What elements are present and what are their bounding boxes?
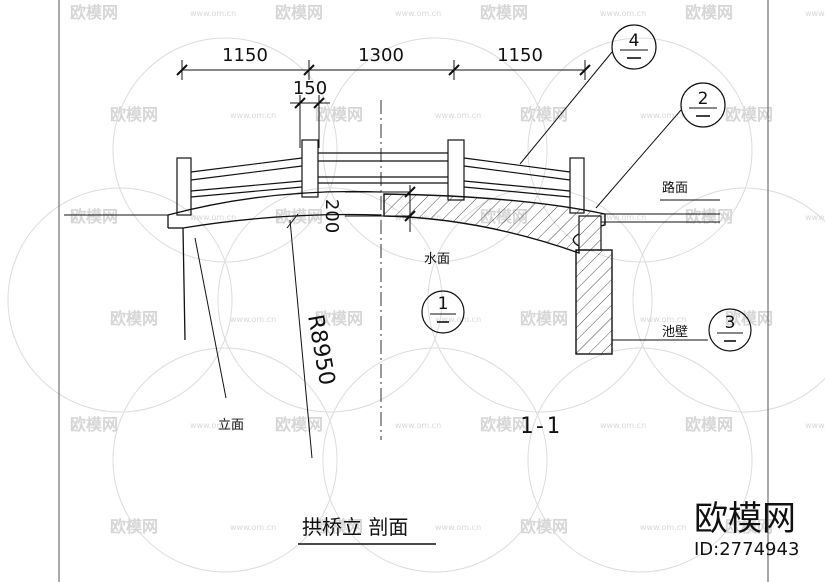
watermark-url: www.om.cn xyxy=(805,213,825,222)
watermark-url: www.om.cn xyxy=(640,523,686,532)
watermark-url: www.om.cn xyxy=(640,111,686,120)
sub-dimension xyxy=(290,95,330,148)
watermark-url: www.om.cn xyxy=(395,421,441,430)
bridge-railing xyxy=(176,139,585,216)
watermark-logo: 欧模网 xyxy=(520,309,568,328)
callout-2-number: 2 xyxy=(698,89,709,109)
watermark-circle xyxy=(527,347,753,573)
watermark-url: www.om.cn xyxy=(230,315,276,324)
watermark-logo: 欧模网 xyxy=(315,309,363,328)
watermark-url: www.om.cn xyxy=(640,315,686,324)
watermark-logo: 欧模网 xyxy=(70,207,118,226)
watermark-url: www.om.cn xyxy=(600,421,646,430)
callout-2: 2 xyxy=(595,82,726,209)
watermark-url: www.om.cn xyxy=(600,9,646,18)
thickness-dimension xyxy=(345,185,416,232)
dim-sub: 150 xyxy=(293,78,327,99)
watermark-logo: 欧模网 xyxy=(685,3,733,22)
callout-3: 3 xyxy=(708,308,752,352)
brand-logo-text: 欧模网 xyxy=(694,499,796,539)
watermark-circle xyxy=(322,37,548,263)
watermark-circle xyxy=(322,347,548,573)
watermark-logo: 欧模网 xyxy=(685,207,733,226)
watermark-logo: 欧模网 xyxy=(725,309,773,328)
watermark-logo: 欧模网 xyxy=(70,3,118,22)
dim-top-1: 1150 xyxy=(222,45,268,66)
label-pool-wall: 池壁 xyxy=(662,325,688,340)
dim-top-3: 1150 xyxy=(497,45,543,66)
watermark-url: www.om.cn xyxy=(230,523,276,532)
watermark-circle xyxy=(112,347,338,573)
label-elevation: 立面 xyxy=(218,418,244,433)
watermark-logo: 欧模网 xyxy=(70,415,118,434)
watermark-logo: 欧模网 xyxy=(275,415,323,434)
watermark-logo: 欧模网 xyxy=(110,309,158,328)
watermark-logo: 欧模网 xyxy=(725,517,773,536)
watermark-url: www.om.cn xyxy=(805,9,825,18)
watermark-circle xyxy=(112,37,338,263)
watermark-logo: 欧模网 xyxy=(315,105,363,124)
watermark-url: www.om.cn xyxy=(435,523,481,532)
callout-4: 4 xyxy=(519,24,657,165)
watermark-url: www.om.cn xyxy=(435,315,481,324)
brand-id-text: ID:2774943 xyxy=(694,539,799,560)
watermark-url: www.om.cn xyxy=(805,421,825,430)
callout-4-number: 4 xyxy=(629,31,640,51)
watermark-logo: 欧模网 xyxy=(520,517,568,536)
arch-section xyxy=(383,193,606,254)
road-line xyxy=(601,213,720,223)
watermark-url: www.om.cn xyxy=(190,213,236,222)
callout-3-number: 3 xyxy=(725,313,736,333)
pool-wall-section xyxy=(575,249,613,355)
label-road: 路面 xyxy=(662,180,688,196)
watermark-url: www.om.cn xyxy=(600,213,646,222)
radius-leaders xyxy=(194,213,313,459)
watermark-logo: 欧模网 xyxy=(725,105,773,124)
watermark-logo: 欧模网 xyxy=(275,3,323,22)
callout-1: 1 xyxy=(421,290,465,334)
top-dimension xyxy=(176,60,591,80)
watermark-url: www.om.cn xyxy=(190,9,236,18)
watermark-url: www.om.cn xyxy=(395,9,441,18)
watermark-logo: 欧模网 xyxy=(110,105,158,124)
dim-top-2: 1300 xyxy=(358,45,404,66)
watermark-logo: 欧模网 xyxy=(480,3,528,22)
watermark-logo: 欧模网 xyxy=(685,415,733,434)
label-water: 水面 xyxy=(424,252,450,267)
watermark-logo: 欧模网 xyxy=(315,517,363,536)
watermark-circle xyxy=(527,37,753,263)
section-mark: 1-1 xyxy=(520,414,560,439)
callout-1-number: 1 xyxy=(438,294,449,314)
watermark-url: www.om.cn xyxy=(230,111,276,120)
watermark-layer: 欧模网 www.om.cn 欧模网 www.om.cn 欧模网 www.om.cn 欧模网 w… xyxy=(7,3,825,573)
watermark-logo: 欧模网 xyxy=(480,415,528,434)
drawing-title: 拱桥立 剖面 xyxy=(302,515,408,539)
watermark-url: www.om.cn xyxy=(435,111,481,120)
watermark-url: www.om.cn xyxy=(190,421,236,430)
watermark-logo: 欧模网 xyxy=(110,517,158,536)
dim-thickness: 200 xyxy=(321,199,342,233)
